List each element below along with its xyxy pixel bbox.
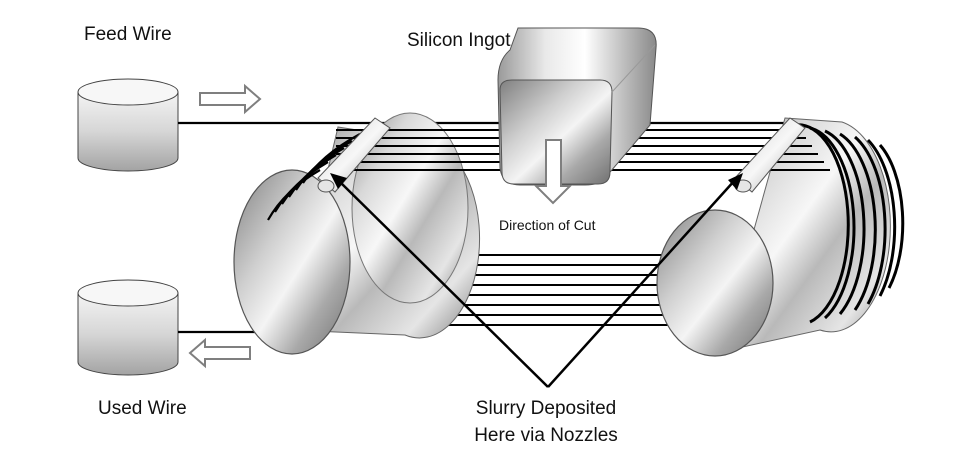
- right-wire-guide-roller: [656, 117, 905, 357]
- used-wire-spool: [77, 279, 179, 376]
- right-pointer-arrowhead: [728, 173, 743, 190]
- silicon-ingot-label: Silicon Ingot: [407, 30, 511, 51]
- direction-of-cut-arrow: [533, 139, 573, 205]
- used-wire-label: Used Wire: [98, 398, 187, 419]
- feed-wire-spool: [77, 78, 179, 172]
- direction-of-cut-label: Direction of Cut: [499, 217, 596, 233]
- feed-wire-label: Feed Wire: [84, 24, 172, 45]
- slurry-label-line1: Slurry Deposited: [475, 398, 617, 419]
- left-wire-guide-roller: [233, 112, 481, 355]
- return-direction-arrow: [188, 337, 251, 369]
- silicon-ingot: [497, 27, 657, 186]
- feed-direction-arrow: [199, 83, 262, 115]
- slurry-label-line2: Here via Nozzles: [474, 425, 618, 446]
- left-slurry-nozzle: [317, 117, 391, 193]
- left-pointer-arrowhead: [330, 173, 347, 189]
- slurry-pointer-lines: [337, 179, 736, 388]
